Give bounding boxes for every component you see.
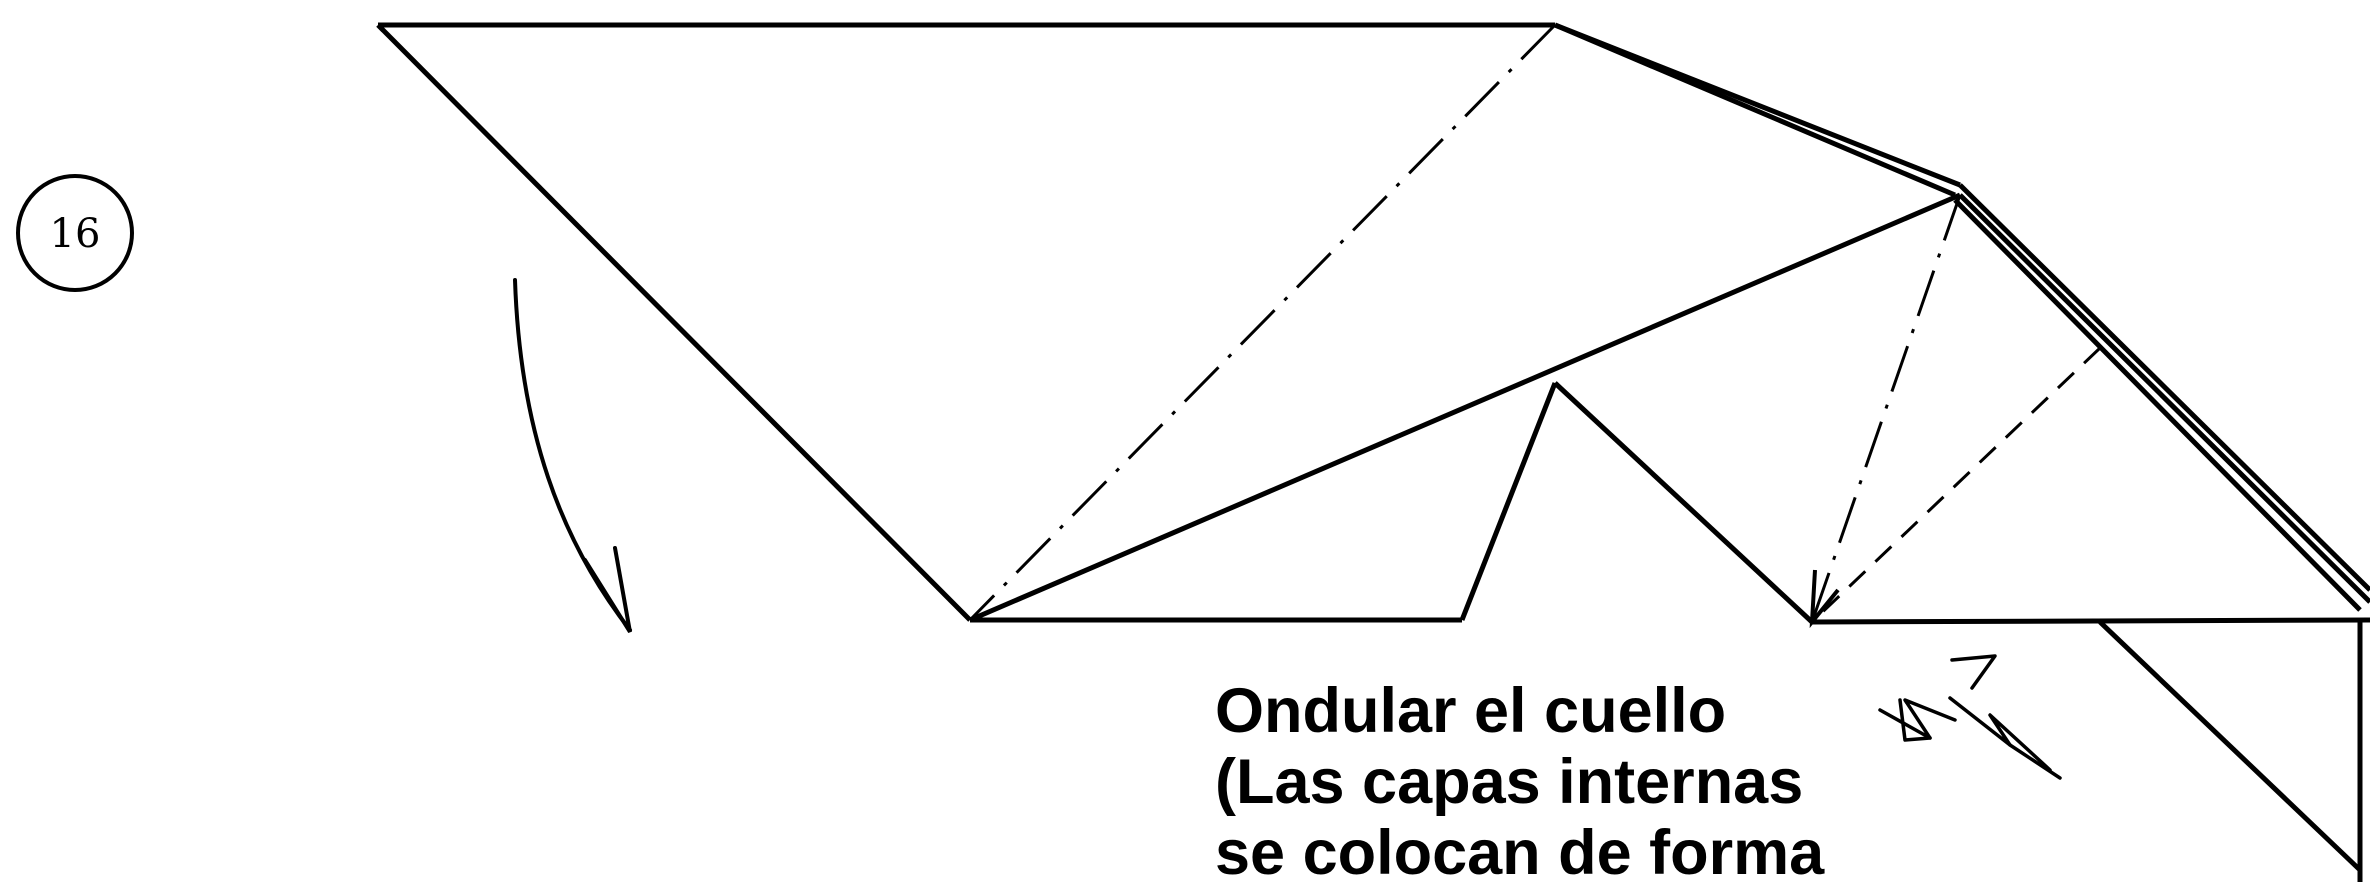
inner-triangle-right (1459, 382, 1558, 621)
fold-arrowhead-right (1809, 569, 1840, 629)
valley-fold-right (1810, 346, 2102, 624)
neck-right-slope-inner (1953, 198, 2362, 612)
step-number-badge: 16 (16, 174, 134, 292)
push-arrow-shaft-2 (1948, 696, 2052, 772)
neck-top-edge-inner (1554, 22, 1956, 198)
push-arrow-head-1 (1950, 654, 1997, 690)
step-number-text: 16 (50, 211, 101, 257)
push-arrow-tail (2008, 743, 2062, 780)
instruction-line-1: Ondular el cuello (1215, 676, 1727, 746)
mountain-fold-left (968, 23, 1557, 622)
neck-right-slope-outer (1958, 183, 2370, 592)
curved-arrow-shaft (513, 278, 632, 632)
right-bottom-edge (1811, 617, 2370, 625)
left-diagonal-edge (376, 23, 972, 622)
instruction-text: Ondular el cuello (Las capas internas se… (1215, 676, 1824, 882)
neck-right-slope-middle (1958, 193, 2370, 604)
lower-flap-diagonal (2098, 620, 2362, 872)
instruction-line-3: se colocan de forma (1215, 818, 1825, 882)
curved-fold-arrow (513, 278, 632, 634)
curved-arrow-head (583, 546, 632, 634)
step-number-circle (16, 174, 134, 292)
push-arrow-head-2 (1898, 698, 1932, 742)
long-crease-diagonal (969, 192, 1961, 623)
push-arrow-shaft-1 (1878, 698, 1957, 740)
push-in-arrows (1878, 654, 2062, 780)
valley-fold-lines (1810, 346, 2102, 624)
mountain-fold-lines (968, 23, 1962, 623)
instruction-line-2: (Las capas internas (1215, 747, 1804, 817)
paper-outline (376, 22, 2370, 882)
mountain-fold-right (1810, 194, 1962, 623)
middle-descent-edge (1553, 381, 1814, 624)
